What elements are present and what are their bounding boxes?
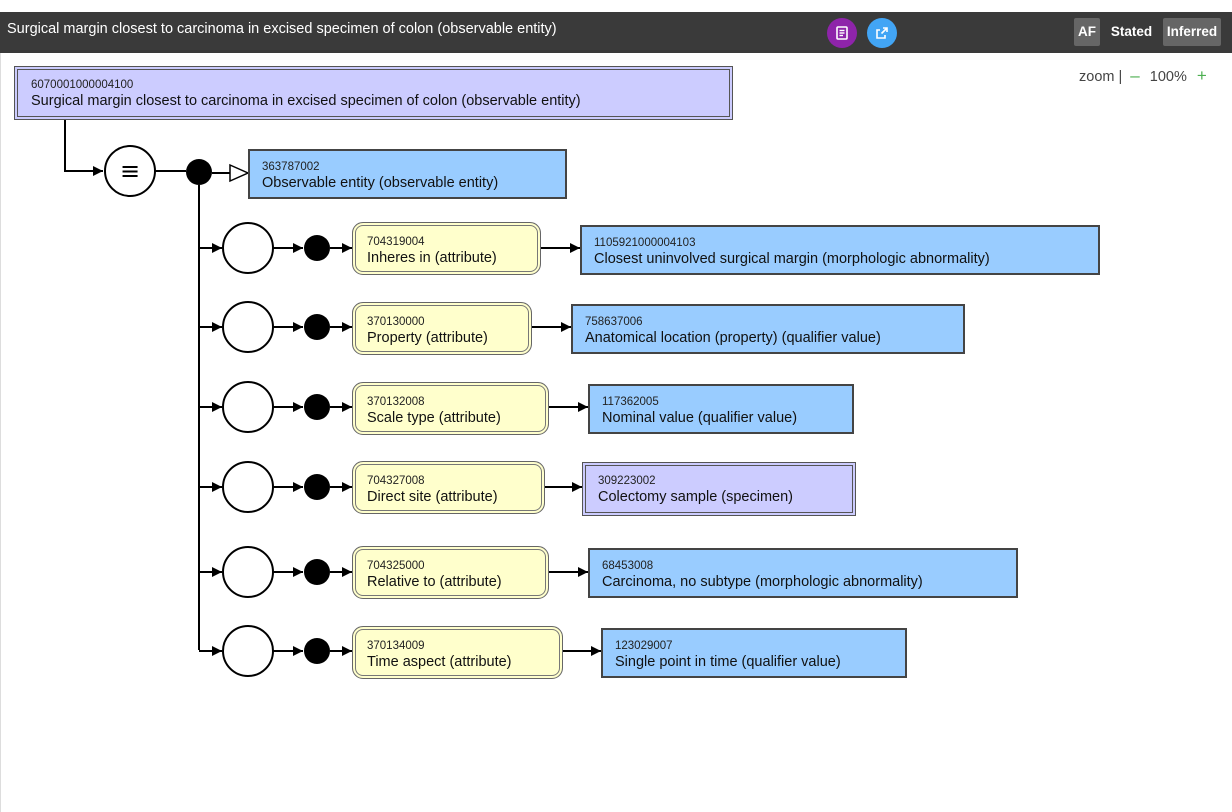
conjunction-node [304,559,330,585]
group-node [222,222,274,274]
attribute-box[interactable]: 704327008 Direct site (attribute) [352,461,545,514]
group-node [222,625,274,677]
header-bar: Surgical margin closest to carcinoma in … [0,12,1232,53]
conjunction-node [304,638,330,664]
value-concept[interactable]: 68453008 Carcinoma, no subtype (morpholo… [588,548,1018,598]
open-in-new-icon [876,27,888,39]
concept-id: 68453008 [602,560,654,572]
attribute-box[interactable]: 370134009 Time aspect (attribute) [352,626,563,679]
zoom-control: zoom | – 100% + [1079,66,1211,86]
attribute-label: Scale type (attribute) [367,410,501,426]
focus-concept[interactable]: 6070001000004100 Surgical margin closest… [14,66,733,120]
concept-label: Nominal value (qualifier value) [602,410,798,426]
view-details-button[interactable] [827,18,857,48]
concept-id: 123029007 [615,640,673,652]
attribute-id: 370130000 [367,316,425,328]
parent-concept[interactable]: 363787002 Observable entity (observable … [248,149,567,199]
conjunction-node [186,159,212,185]
value-concept[interactable]: 758637006 Anatomical location (property)… [571,304,965,354]
conjunction-node [304,394,330,420]
concept-id: 6070001000004100 [31,79,134,91]
attribute-id: 704327008 [367,475,425,487]
conjunction-node [304,314,330,340]
concept-label: Surgical margin closest to carcinoma in … [31,93,581,109]
document-icon [836,26,848,40]
attribute-box[interactable]: 370132008 Scale type (attribute) [352,382,549,435]
attribute-id: 704325000 [367,560,425,572]
value-concept[interactable]: 1105921000004103 Closest uninvolved surg… [580,225,1100,275]
equivalence-symbol: ≡ [120,157,140,185]
group-node [222,546,274,598]
concept-title: Surgical margin closest to carcinoma in … [7,21,557,37]
is-a-arrow [229,163,250,183]
attribute-label: Relative to (attribute) [367,574,502,590]
attribute-id: 370134009 [367,640,425,652]
value-concept[interactable]: 117362005 Nominal value (qualifier value… [588,384,854,434]
inferred-toggle[interactable]: Inferred [1163,18,1221,46]
af-toggle[interactable]: AF [1074,18,1100,46]
concept-label: Anatomical location (property) (qualifie… [585,330,881,346]
attribute-id: 704319004 [367,236,425,248]
concept-label: Single point in time (qualifier value) [615,654,841,670]
group-node [222,301,274,353]
conjunction-node [304,235,330,261]
value-concept[interactable]: 123029007 Single point in time (qualifie… [601,628,907,678]
concept-id: 117362005 [602,396,659,408]
zoom-label: zoom | [1079,69,1123,85]
concept-id: 309223002 [598,475,656,487]
concept-id: 758637006 [585,316,643,328]
zoom-out-button[interactable]: – [1130,66,1140,85]
attribute-label: Direct site (attribute) [367,489,498,505]
relationship-connectors [199,222,601,677]
connectors-top: ≡ [64,119,250,650]
attribute-label: Property (attribute) [367,330,488,346]
panel-border [0,53,1,812]
open-in-new-tab-button[interactable] [867,18,897,48]
concept-id: 363787002 [262,161,320,173]
attribute-label: Time aspect (attribute) [367,654,512,670]
concept-label: Colectomy sample (specimen) [598,489,794,505]
concept-label: Observable entity (observable entity) [262,175,499,191]
group-node [222,381,274,433]
concept-label: Carcinoma, no subtype (morphologic abnor… [602,574,923,590]
attribute-box[interactable]: 704319004 Inheres in (attribute) [352,222,541,275]
value-concept[interactable]: 309223002 Colectomy sample (specimen) [582,462,856,516]
attribute-id: 370132008 [367,396,425,408]
zoom-value: 100% [1149,69,1187,85]
conjunction-node [304,474,330,500]
stated-toggle[interactable]: Stated [1104,18,1159,46]
attribute-box[interactable]: 370130000 Property (attribute) [352,302,532,355]
concept-id: 1105921000004103 [594,237,696,249]
attribute-label: Inheres in (attribute) [367,250,497,266]
attribute-box[interactable]: 704325000 Relative to (attribute) [352,546,549,599]
concept-label: Closest uninvolved surgical margin (morp… [594,251,990,267]
zoom-in-button[interactable]: + [1196,66,1207,85]
group-node [222,461,274,513]
